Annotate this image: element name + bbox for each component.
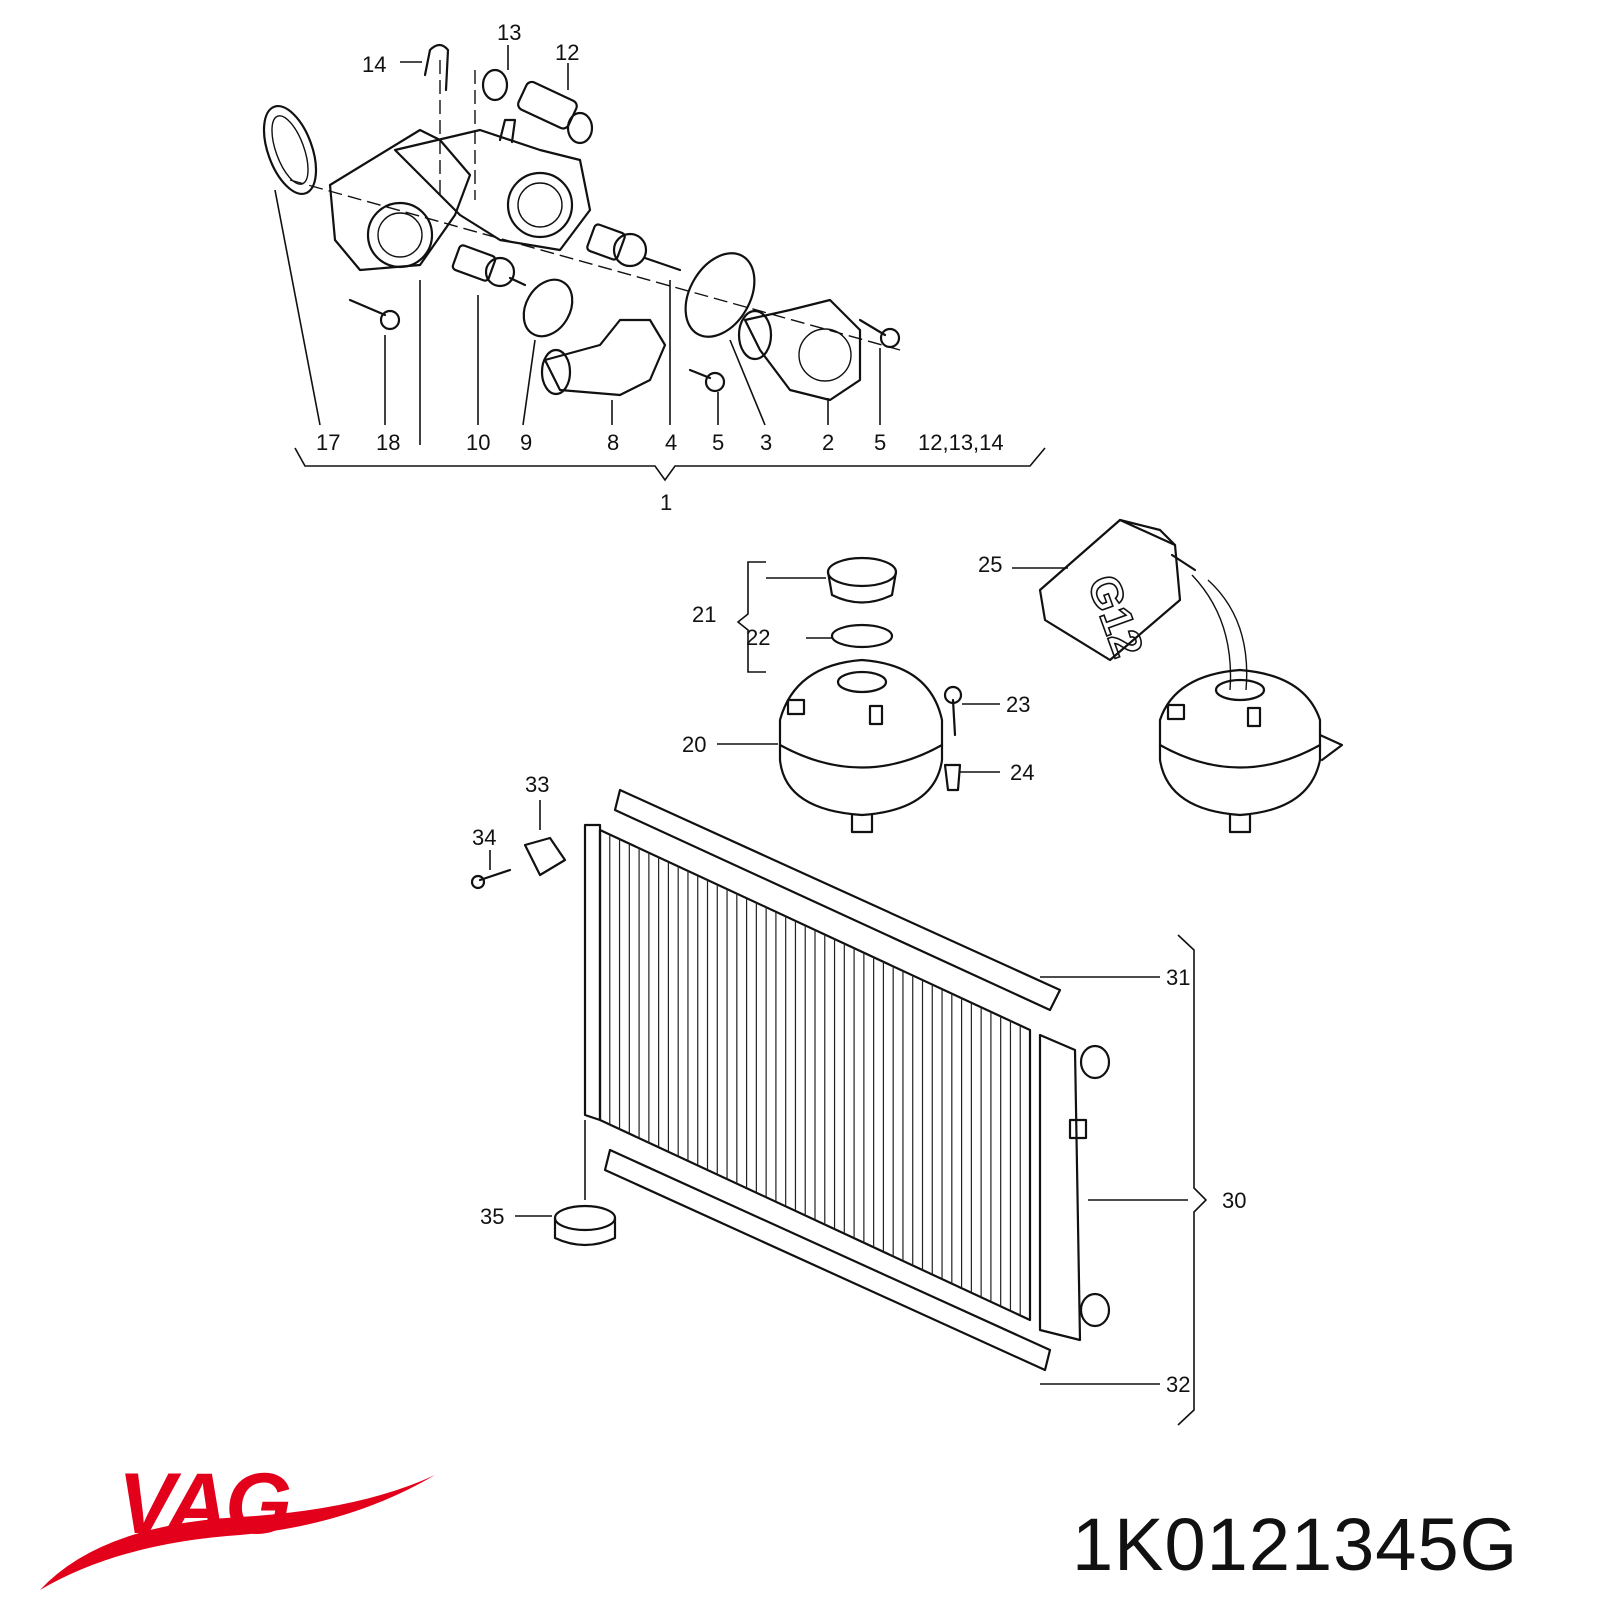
callout-24: 24	[1010, 760, 1034, 785]
callout-34: 34	[472, 825, 496, 850]
callout-31: 31	[1166, 965, 1190, 990]
callout-12-13-14: 12,13,14	[918, 430, 1004, 455]
reservoir-callouts: 21 22 20 23 24 25	[682, 552, 1034, 785]
callout-12: 12	[555, 40, 579, 65]
brand-name: VAG	[118, 1456, 290, 1552]
top-callouts: 17 18 10 9 8 4 5 3 2 5 12,13,14 1 14 13 …	[316, 20, 1004, 515]
callout-18: 18	[376, 430, 400, 455]
callout-33: 33	[525, 772, 549, 797]
part-number: 1K0121345G	[1072, 1503, 1519, 1586]
callout-5a: 5	[712, 430, 724, 455]
callout-9: 9	[520, 430, 532, 455]
callout-3: 3	[760, 430, 772, 455]
radiator-icon	[470, 788, 1208, 1426]
callout-23: 23	[1006, 692, 1030, 717]
coolant-canister-icon: G12	[1012, 518, 1344, 834]
callout-20: 20	[682, 732, 706, 757]
callout-8: 8	[607, 430, 619, 455]
expansion-tank-icon	[717, 556, 1000, 834]
callout-17: 17	[316, 430, 340, 455]
radiator-core-fins	[609, 834, 1021, 1316]
callout-10: 10	[466, 430, 490, 455]
callout-4: 4	[665, 430, 677, 455]
callout-25: 25	[978, 552, 1002, 577]
callout-14: 14	[362, 52, 386, 77]
callout-13: 13	[497, 20, 521, 45]
callout-32: 32	[1166, 1372, 1190, 1397]
callout-30: 30	[1222, 1188, 1246, 1213]
callout-1: 1	[660, 490, 672, 515]
canister-marking: G12	[1078, 569, 1152, 664]
vag-logo-icon: VAG	[40, 1456, 435, 1590]
thermostat-housing-icon	[262, 43, 901, 402]
callout-21: 21	[692, 602, 716, 627]
callout-35: 35	[480, 1204, 504, 1229]
callout-5b: 5	[874, 430, 886, 455]
radiator-callouts: 33 34 31 30 32 35	[472, 772, 1246, 1397]
callout-22: 22	[746, 625, 770, 650]
callout-2: 2	[822, 430, 834, 455]
leader-lines-top	[274, 45, 1046, 482]
